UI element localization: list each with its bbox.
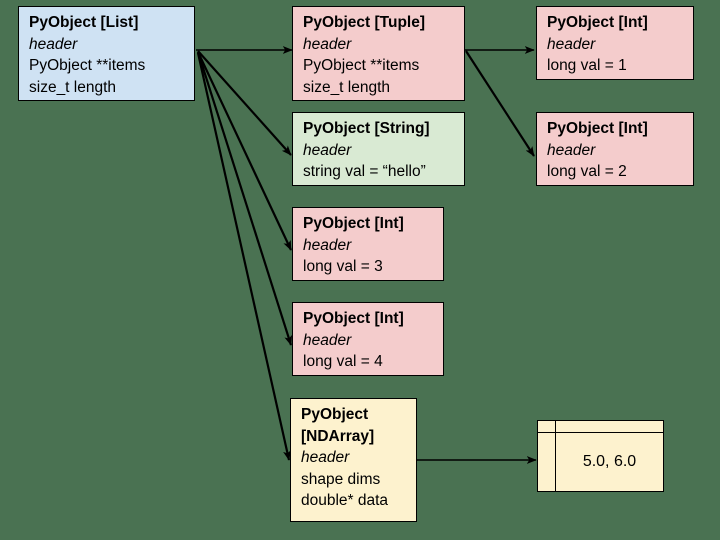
node-pyobject-string[interactable]: PyObject [String] header string val = “h…: [292, 112, 465, 186]
edge-list-to-ndarray: [196, 52, 291, 461]
node-tuple-title: PyObject [Tuple]: [303, 14, 426, 31]
node-pyobject-ndarray[interactable]: PyObject [NDArray] header shape dims dou…: [290, 398, 417, 522]
buffer-header-row: [538, 421, 663, 433]
buffer-value: 5.0, 6.0: [582, 453, 637, 470]
node-int1-title: PyObject [Int]: [547, 14, 648, 31]
node-list-title: PyObject [List]: [29, 14, 139, 31]
node-ndarray-title-line2: [NDArray]: [301, 427, 375, 445]
node-int4-field-val: long val = 4: [303, 353, 383, 370]
edge-list-to-string: [197, 50, 292, 156]
node-int4-title: PyObject [Int]: [303, 310, 404, 327]
node-pyobject-int-2[interactable]: PyObject [Int] header long val = 2: [536, 112, 694, 186]
node-list-field-length: size_t length: [29, 78, 117, 96]
node-pyobject-int-1[interactable]: PyObject [Int] header long val = 1: [536, 6, 694, 80]
node-ndarray-title-line1: PyObject: [301, 406, 369, 423]
edge-tuple-to-int2: [465, 50, 535, 157]
node-string-title: PyObject [String]: [303, 120, 430, 137]
node-pyobject-list[interactable]: PyObject [List] header PyObject **items …: [18, 6, 195, 101]
node-tuple-field-length: size_t length: [303, 78, 391, 96]
node-int3-field-val: long val = 3: [303, 258, 383, 275]
buffer-index-column: [538, 421, 556, 491]
node-int1-header: header: [547, 35, 596, 53]
node-int1-field-val: long val = 1: [547, 57, 627, 74]
node-pyobject-int-4[interactable]: PyObject [Int] header long val = 4: [292, 302, 444, 376]
node-ndarray-header: header: [301, 449, 350, 466]
node-tuple-header: header: [303, 35, 352, 53]
node-list-field-items: PyObject **items: [29, 57, 146, 74]
node-tuple-field-items: PyObject **items: [303, 57, 420, 74]
node-int3-title: PyObject [Int]: [303, 215, 404, 232]
node-list-header: header: [29, 35, 78, 53]
node-pyobject-int-3[interactable]: PyObject [Int] header long val = 3: [292, 207, 444, 281]
node-int4-header: header: [303, 331, 352, 349]
node-int3-header: header: [303, 236, 352, 254]
node-int2-field-val: long val = 2: [547, 163, 627, 180]
node-data-buffer[interactable]: 5.0, 6.0: [537, 420, 664, 492]
node-int2-header: header: [547, 141, 596, 159]
node-ndarray-field-data: double* data: [301, 492, 389, 509]
node-ndarray-field-shape: shape dims: [301, 470, 381, 488]
node-int2-title: PyObject [Int]: [547, 120, 648, 137]
node-string-header: header: [303, 141, 352, 159]
edge-list-to-int4: [196, 51, 293, 346]
node-pyobject-tuple[interactable]: PyObject [Tuple] header PyObject **items…: [292, 6, 465, 101]
node-string-field-val: string val = “hello”: [303, 163, 426, 180]
edge-list-to-int3: [197, 51, 292, 251]
